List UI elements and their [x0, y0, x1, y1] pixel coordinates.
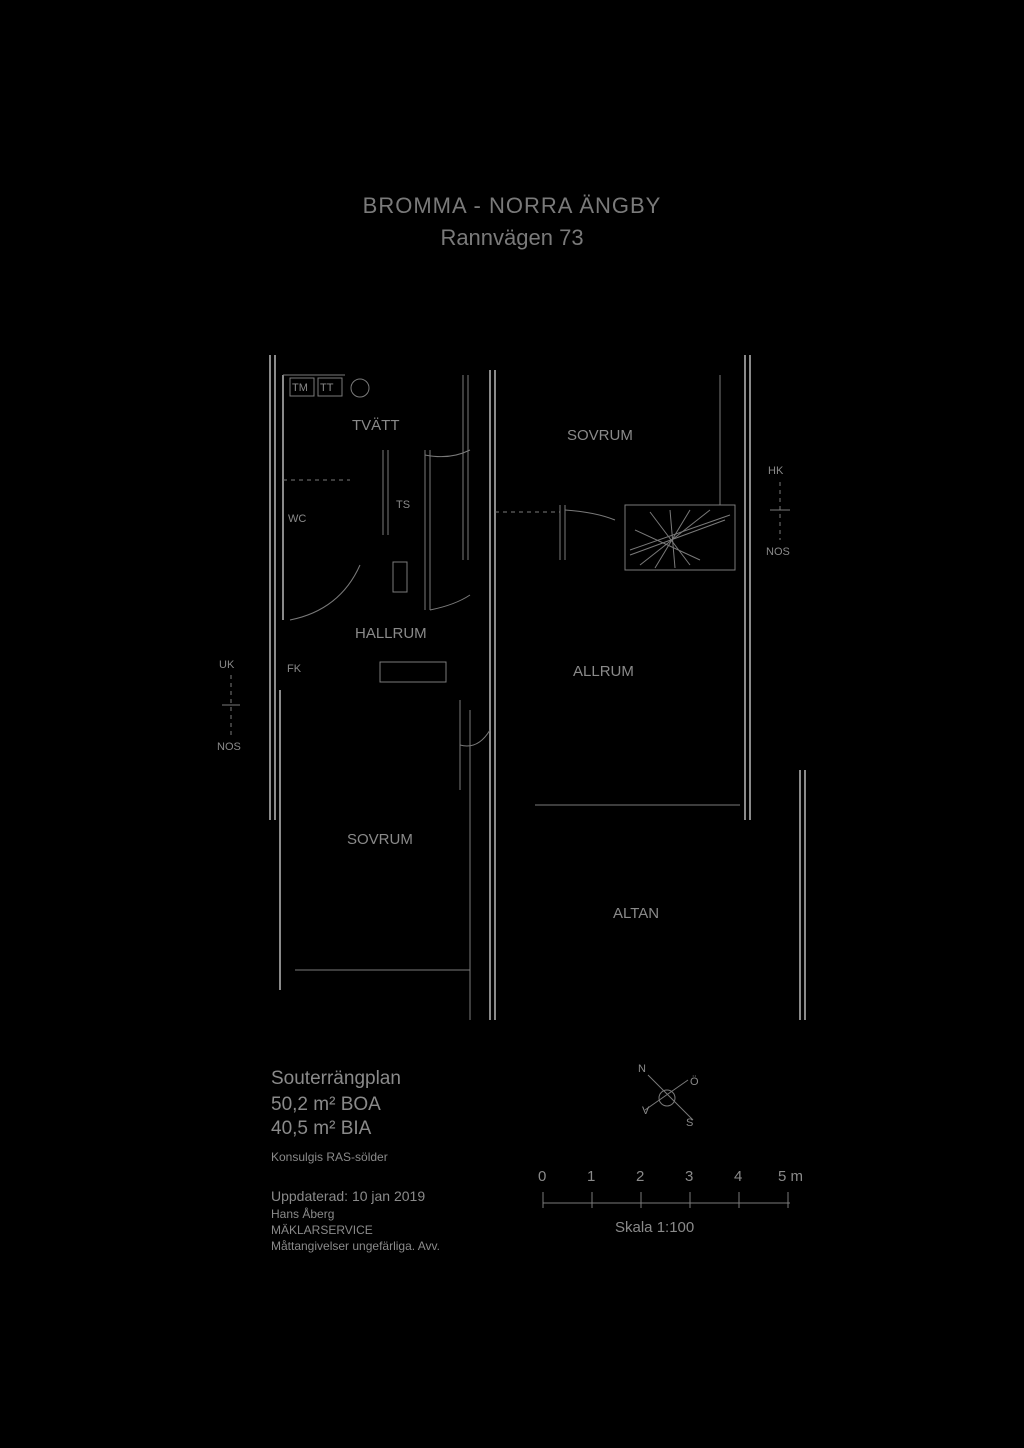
appliances	[289, 377, 447, 683]
scale-tick-2: 2	[636, 1168, 644, 1185]
compass: N Ö V S	[638, 1063, 699, 1129]
label-tm: TM	[292, 382, 308, 394]
plan-name: Souterrängplan	[271, 1068, 401, 1089]
company: MÄKLARSERVICE	[271, 1223, 373, 1237]
height-mark-left: UK NOS	[217, 659, 241, 753]
label-fk: FK	[287, 663, 302, 675]
height-mark-left-bottom: NOS	[217, 741, 241, 753]
note: Konsulgis RAS-sölder	[271, 1150, 388, 1164]
page-subtitle: Rannvägen 73	[440, 225, 584, 250]
scale-tick-4: 4	[734, 1168, 742, 1185]
room-label-tvatt: TVÄTT	[352, 417, 400, 434]
interior-walls	[282, 374, 740, 806]
height-mark-right: HK NOS	[766, 465, 790, 558]
room-label-allrum: ALLRUM	[573, 663, 634, 680]
disclaimer: Måttangivelser ungefärliga. Avv.	[271, 1239, 440, 1253]
room-label-altan: ALTAN	[613, 905, 659, 922]
height-mark-right-bottom: NOS	[766, 546, 790, 558]
scale-tick-3: 3	[685, 1168, 693, 1185]
label-ts: TS	[396, 499, 410, 511]
scale-label: Skala 1:100	[615, 1219, 694, 1236]
label-tt: TT	[320, 382, 334, 394]
staircase	[624, 504, 736, 571]
area-boa: 50,2 m² BOA	[271, 1094, 381, 1115]
updated-date: Uppdaterad: 10 jan 2019	[271, 1188, 426, 1204]
compass-w: V	[642, 1105, 650, 1117]
room-label-hallrum: HALLRUM	[355, 625, 427, 642]
room-label-sovrum-upper: SOVRUM	[567, 427, 633, 444]
scale-tick-0: 0	[538, 1168, 546, 1185]
compass-s: S	[686, 1117, 693, 1129]
height-mark-right-top: HK	[768, 465, 784, 477]
scale-tick-1: 1	[587, 1168, 595, 1185]
area-bia: 40,5 m² BIA	[271, 1118, 372, 1139]
compass-n: N	[638, 1063, 646, 1075]
page-title: BROMMA - NORRA ÄNGBY	[362, 193, 662, 218]
author: Hans Åberg	[271, 1207, 335, 1221]
scale-tick-5: 5 m	[778, 1168, 803, 1185]
scale-bar: 0 1 2 3 4 5 m Skala 1:100	[538, 1168, 803, 1236]
room-label-sovrum-lower: SOVRUM	[347, 831, 413, 848]
label-wc: WC	[288, 513, 306, 525]
compass-e: Ö	[690, 1076, 699, 1088]
doors	[289, 449, 616, 747]
outer-walls	[269, 355, 806, 1020]
height-mark-left-top: UK	[219, 659, 235, 671]
